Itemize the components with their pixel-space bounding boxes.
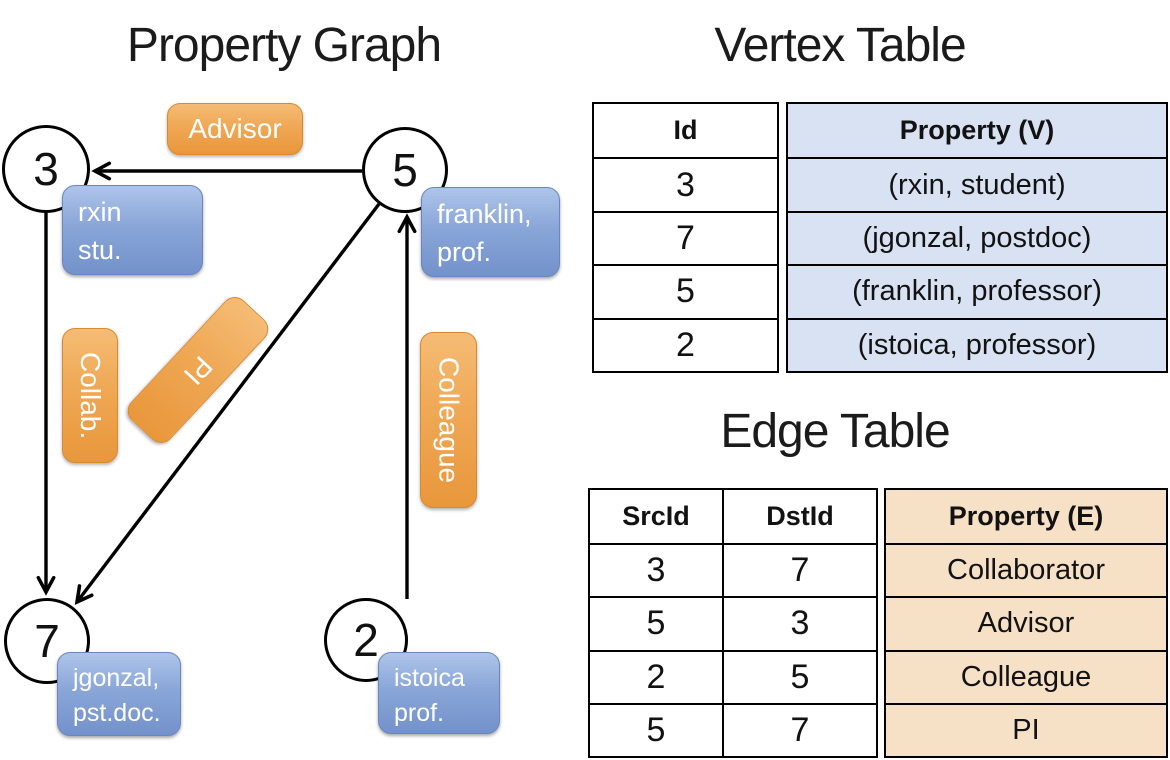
property-line: franklin, — [437, 199, 532, 229]
property-line: prof. — [394, 699, 445, 727]
graph-title: Property Graph — [126, 19, 442, 72]
column-header-property-e: Property (E) — [886, 490, 1166, 544]
edge-table-title: Edge Table — [720, 405, 950, 458]
property-line: pst.doc. — [73, 699, 161, 727]
vertex-id-cell: 7 — [594, 210, 777, 264]
edge-5-7-pi — [74, 202, 381, 605]
column-header-id: Id — [673, 115, 698, 146]
node-id: 7 — [34, 615, 60, 667]
node-property-box-5: franklin, prof. — [421, 187, 560, 277]
vertex-property-cell: (franklin, professor) — [788, 264, 1166, 318]
edge-srcid-cell: 3 — [590, 543, 724, 597]
edge-dstid-cell: 3 — [724, 596, 876, 649]
edge-srcid-cell: 5 — [590, 702, 724, 756]
edge-srcid-cell: 5 — [590, 596, 724, 650]
vertex-property-cell: (istoica, professor) — [788, 317, 1166, 371]
edge-dstid-cell: 7 — [724, 543, 876, 596]
property-line: istoica — [394, 664, 465, 692]
column-header-dstid: DstId — [766, 501, 834, 532]
property-line: prof. — [437, 236, 492, 267]
node-id: 5 — [392, 144, 418, 196]
graph-node-2: 2 — [324, 598, 408, 682]
column-header-srcid: SrcId — [590, 490, 724, 544]
vertex-id-cell: 3 — [594, 157, 777, 210]
vertex-id-cell: 5 — [594, 264, 777, 317]
node-id: 2 — [353, 614, 379, 666]
edge-srcid-cell: 2 — [590, 649, 724, 703]
edge-property-cell: PI — [886, 702, 1166, 756]
graph-node-5: 5 — [362, 127, 448, 213]
vertex-property-cell: (jgonzal, postdoc) — [788, 210, 1166, 265]
edge-table-property-column: Property (E) Collaborator Advisor Collea… — [884, 488, 1168, 758]
property-line: jgonzal, — [73, 664, 160, 692]
vertex-table-title: Vertex Table — [714, 19, 966, 72]
node-property-box-3: rxin stu. — [62, 185, 203, 275]
edge-property-cell: Advisor — [886, 596, 1166, 650]
edge-property-cell: Colleague — [886, 649, 1166, 703]
edge-label-colleague: Colleague — [420, 332, 477, 508]
vertex-property-cell: (rxin, student) — [788, 157, 1166, 211]
edge-dstid-cell: 7 — [724, 702, 876, 756]
property-line: rxin — [78, 197, 122, 227]
edge-label-advisor: Advisor — [167, 103, 303, 155]
property-line: stu. — [78, 234, 122, 265]
edge-table-id-columns: SrcId DstId 3 7 5 3 2 5 5 7 — [588, 488, 878, 758]
node-property-box-7: jgonzal, pst.doc. — [57, 652, 181, 736]
vertex-id-cell: 2 — [594, 317, 777, 371]
edge-dstid-cell: 5 — [724, 649, 876, 703]
column-header-property-v: Property (V) — [788, 104, 1166, 158]
edge-property-cell: Collaborator — [886, 543, 1166, 597]
node-id: 3 — [33, 143, 59, 195]
edge-label-collab: Collab. — [62, 328, 118, 463]
vertex-table-property-column: Property (V) (rxin, student) (jgonzal, p… — [786, 102, 1168, 373]
node-property-box-2: istoica prof. — [378, 652, 500, 734]
graph-edges — [36, 161, 417, 605]
vertex-table-id-column: Id 3 7 5 2 — [592, 102, 779, 373]
